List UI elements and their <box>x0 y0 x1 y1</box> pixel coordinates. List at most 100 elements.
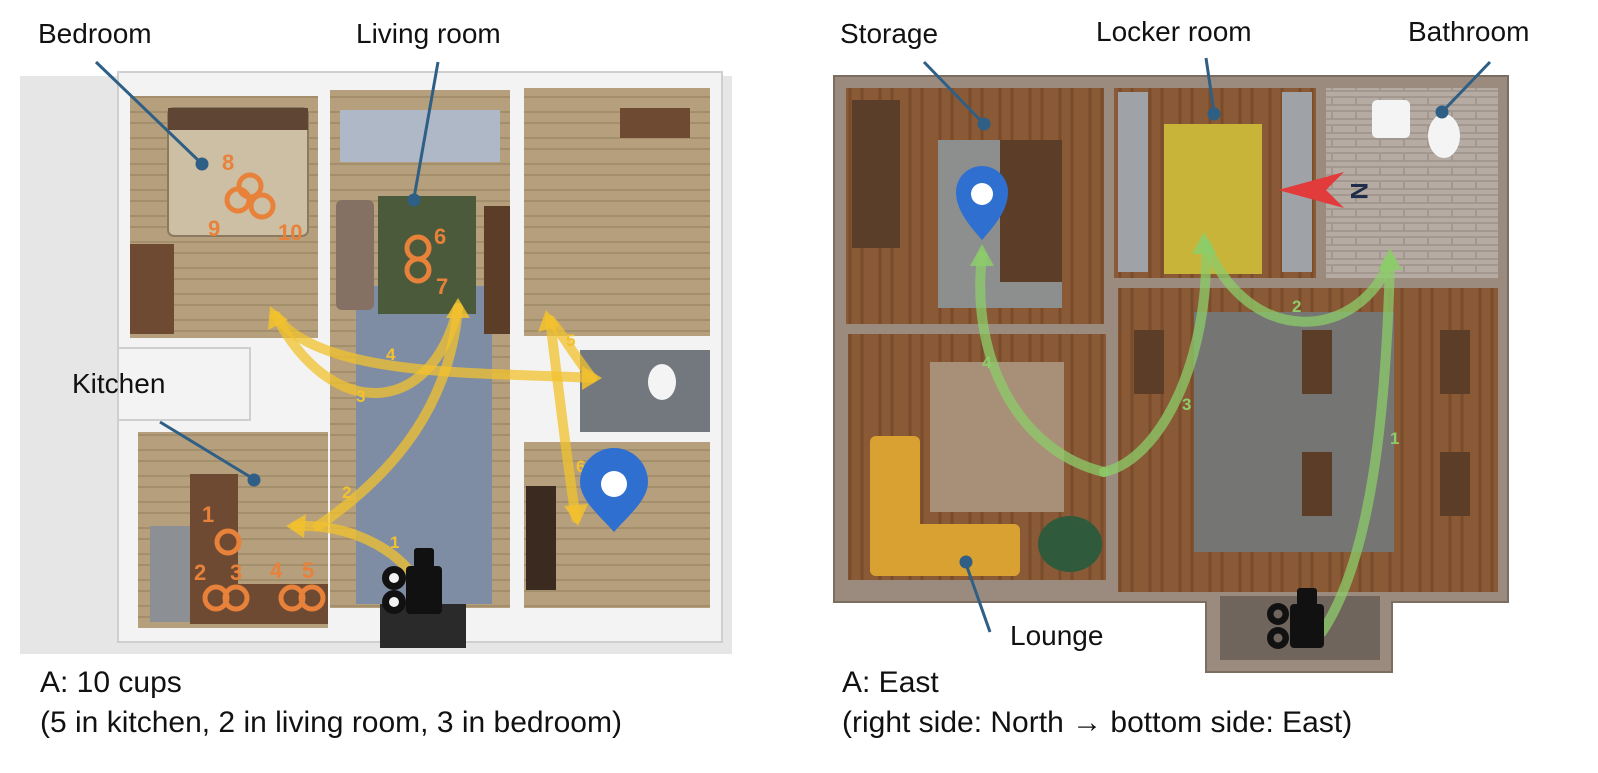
room-label-bathroom: Bathroom <box>1408 16 1530 47</box>
left-answer-detail: (5 in kitchen, 2 in living room, 3 in be… <box>40 706 622 739</box>
cup-number: 1 <box>202 502 214 527</box>
bedroom-wardrobe <box>130 244 174 334</box>
left-destination-pin-icon <box>580 448 648 532</box>
cup-marker <box>248 192 276 220</box>
right-path <box>975 239 1395 637</box>
bathroom-sink <box>1372 100 1410 138</box>
cup-number: 7 <box>436 274 448 299</box>
right-path-arrowheads <box>970 232 1402 270</box>
room-label-kitchen: Kitchen <box>72 368 166 399</box>
path-step-label: 4 <box>386 345 396 364</box>
path-step-label: 6 <box>576 457 585 476</box>
cup-marker <box>298 584 326 612</box>
office-desk <box>1302 330 1332 394</box>
left-path-step-6 <box>545 315 581 523</box>
bedroom-leader-dot <box>195 157 209 171</box>
lounge-leader-line <box>964 563 992 633</box>
compass-arrow-icon: N <box>1278 172 1372 208</box>
path-step-label: 3 <box>1182 395 1191 414</box>
lounge-leader-dot <box>959 555 973 569</box>
right-path-step-1 <box>1317 255 1395 637</box>
left-path <box>271 303 597 579</box>
locker-leader-line <box>1204 57 1216 113</box>
left-path-step-4 <box>271 311 597 383</box>
left-leader-lines <box>94 60 440 487</box>
arrowhead-toilet <box>582 366 602 390</box>
cup-marker <box>222 584 250 612</box>
right-leader-lines <box>922 57 1492 633</box>
left-path-arrowheads <box>268 298 602 538</box>
storage-leader-dot <box>977 117 991 131</box>
room-label-storage: Storage <box>840 18 939 49</box>
bathroom-leader-line <box>1442 60 1492 112</box>
storage-shelf <box>852 100 900 248</box>
piano <box>526 486 556 590</box>
office-desk <box>1302 452 1332 516</box>
right-path-step-4 <box>975 251 1109 477</box>
living-window-bay <box>340 110 500 162</box>
arrowhead-living <box>446 298 470 318</box>
room-label-living-room: Living room <box>356 18 501 49</box>
kitchen-leader-line <box>159 420 253 480</box>
right-floorplan: 1 2 3 4 N <box>833 57 1509 673</box>
storage-desk <box>1000 140 1062 282</box>
arrowhead-kitchen <box>286 514 306 538</box>
arrowhead-office <box>538 310 560 332</box>
kitchen-leader-dot <box>247 473 261 487</box>
bathroom-leader-dot <box>1435 105 1449 119</box>
lounge-armchair <box>1038 516 1102 572</box>
path-step-label: 1 <box>390 533 399 552</box>
office-runner-rug <box>1194 312 1394 552</box>
room-label-locker-room: Locker room <box>1096 16 1252 47</box>
living-tv-stand <box>484 206 510 334</box>
office-desk <box>1134 330 1164 394</box>
right-camera-icon <box>1267 588 1324 649</box>
right-path-step-3 <box>1099 239 1212 477</box>
lounge-sofa-horizontal <box>870 524 1020 576</box>
arrowhead-storage <box>970 244 994 266</box>
path-step-label: 4 <box>982 353 992 372</box>
room-label-bedroom: Bedroom <box>38 18 152 49</box>
storage-leader-line <box>922 60 984 124</box>
cup-markers <box>202 172 432 612</box>
cup-number-labels: 1 2 3 4 5 6 7 8 9 10 <box>194 150 448 585</box>
lockers-left <box>1118 92 1148 272</box>
right-path-step-labels: 1 2 3 4 <box>982 297 1399 448</box>
path-step-label: 3 <box>356 387 365 406</box>
right-destination-pin-icon <box>956 166 1008 240</box>
cup-marker <box>214 528 242 556</box>
path-step-label: 5 <box>566 331 575 350</box>
bedroom-bed-headboard <box>168 108 308 130</box>
room-label-lounge: Lounge <box>1010 620 1104 651</box>
left-path-step-labels: 1 2 3 4 5 6 <box>342 331 585 552</box>
path-step-label: 2 <box>342 483 351 502</box>
living-leader-line <box>412 61 440 199</box>
bedroom-leader-line <box>94 60 202 164</box>
compass-letter: N <box>1345 182 1372 199</box>
right-answer: A: East <box>842 666 939 699</box>
office-desks <box>1134 330 1470 516</box>
path-step-label: 1 <box>1390 429 1399 448</box>
left-toilet-room-floor <box>580 350 710 432</box>
office-desk <box>1440 330 1470 394</box>
cup-number: 9 <box>208 216 220 241</box>
bathroom-toilet <box>1428 114 1460 158</box>
left-floorplan: 1 2 3 4 5 6 1 2 3 4 5 6 7 <box>20 60 732 654</box>
arrowhead-locker <box>1192 232 1216 254</box>
cup-number: 6 <box>434 224 446 249</box>
locker-leader-dot <box>1207 107 1221 121</box>
living-leader-dot <box>407 193 421 207</box>
right-answer-detail: (right side: North → bottom side: East) <box>842 706 1353 739</box>
arrowhead-piano <box>564 504 588 526</box>
arrowhead-bedroom <box>268 306 288 330</box>
cup-number: 5 <box>302 558 314 583</box>
left-path-step-3 <box>271 303 463 398</box>
cup-number: 3 <box>230 560 242 585</box>
left-answer: A: 10 cups <box>40 666 182 699</box>
right-path-step-2 <box>1201 239 1395 327</box>
living-sofa <box>336 200 374 310</box>
cup-number: 2 <box>194 560 206 585</box>
left-camera-icon <box>382 548 442 614</box>
cup-marker <box>404 256 432 284</box>
